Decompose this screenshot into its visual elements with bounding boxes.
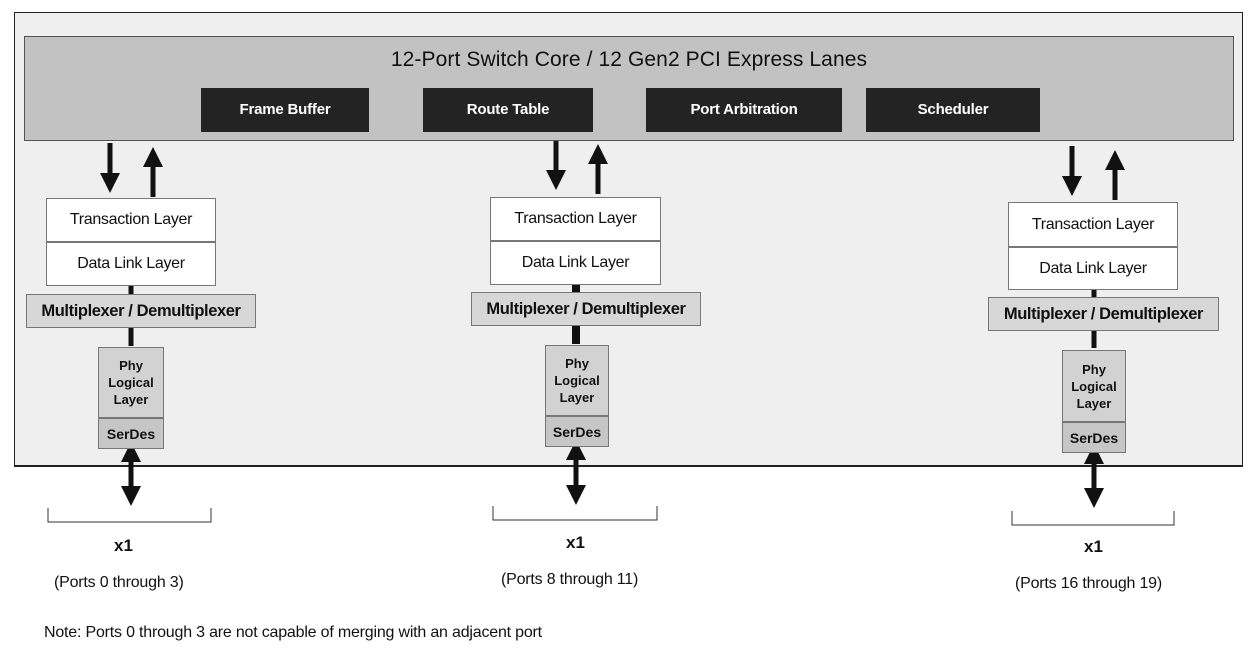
multiplexer-demultiplexer: Multiplexer / Demultiplexer (988, 297, 1219, 331)
scheduler-block: Scheduler (866, 88, 1040, 132)
serdes-block: SerDes (545, 416, 609, 447)
port-range-label: (Ports 0 through 3) (54, 574, 184, 591)
frame-buffer-block: Frame Buffer (201, 88, 369, 132)
transaction-layer: Transaction Layer (1008, 202, 1178, 247)
data-link-layer: Data Link Layer (1008, 247, 1178, 290)
port-range-label: (Ports 8 through 11) (501, 571, 639, 588)
data-link-layer: Data Link Layer (46, 242, 216, 286)
port-range-label: (Ports 16 through 19) (1015, 575, 1162, 592)
phy-logical-layer: Phy Logical Layer (1062, 350, 1126, 422)
transaction-layer: Transaction Layer (490, 197, 661, 241)
port-width-label: x1 (566, 533, 585, 552)
phy-logical-layer: Phy Logical Layer (545, 345, 609, 416)
data-link-layer: Data Link Layer (490, 241, 661, 285)
port-bracket-1 (47, 508, 212, 523)
port-width-label: x1 (1084, 537, 1103, 556)
serdes-block: SerDes (98, 418, 164, 449)
port-bracket-2 (492, 506, 658, 521)
multiplexer-demultiplexer: Multiplexer / Demultiplexer (26, 294, 256, 328)
transaction-layer: Transaction Layer (46, 198, 216, 242)
port-arbitration-block: Port Arbitration (646, 88, 842, 132)
serdes-block: SerDes (1062, 422, 1126, 453)
phy-logical-layer: Phy Logical Layer (98, 347, 164, 418)
multiplexer-demultiplexer: Multiplexer / Demultiplexer (471, 292, 701, 326)
footnote: Note: Ports 0 through 3 are not capable … (44, 624, 542, 641)
route-table-block: Route Table (423, 88, 593, 132)
switch-core-title: 12-Port Switch Core / 12 Gen2 PCI Expres… (390, 48, 868, 71)
port-bracket-3 (1011, 511, 1175, 526)
port-width-label: x1 (114, 536, 133, 555)
